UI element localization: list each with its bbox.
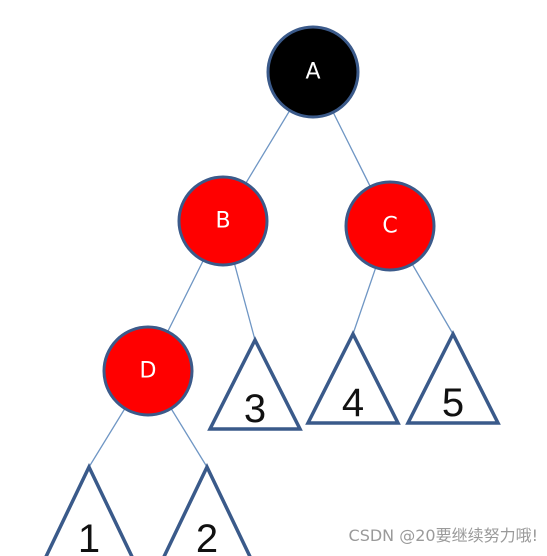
node-a: A — [266, 25, 360, 119]
subtree-5-triangle — [405, 330, 501, 425]
node-c-label: C — [382, 214, 397, 239]
node-a-circle — [266, 25, 360, 119]
subtree-2-label: 2 — [196, 517, 218, 556]
subtree-3-label: 3 — [244, 387, 266, 431]
subtree-5-label: 5 — [442, 381, 464, 425]
subtree-2: 2 — [162, 462, 252, 556]
node-b-circle — [177, 175, 269, 267]
subtree-1: 1 — [44, 462, 134, 556]
node-b: B — [177, 175, 269, 267]
subtree-4-triangle — [305, 330, 401, 425]
node-b-label: B — [215, 209, 230, 234]
node-d-circle — [102, 325, 194, 417]
node-a-label: A — [305, 60, 320, 85]
subtree-3: 3 — [207, 336, 303, 431]
node-c-circle — [344, 180, 436, 272]
node-d-label: D — [140, 359, 157, 384]
subtree-4-label: 4 — [342, 381, 364, 425]
node-d: D — [102, 325, 194, 417]
subtree-2-triangle — [162, 462, 252, 556]
subtree-1-label: 1 — [78, 517, 100, 556]
node-c: C — [344, 180, 436, 272]
subtree-3-triangle — [207, 336, 303, 431]
watermark-text: CSDN @20要继续努力哦! — [348, 526, 538, 545]
nodes-layer: A B C D — [102, 25, 436, 417]
subtree-1-triangle — [44, 462, 134, 556]
subtrees-layer: 1 2 3 4 5 — [44, 330, 501, 556]
subtree-5: 5 — [405, 330, 501, 425]
subtree-4: 4 — [305, 330, 401, 425]
